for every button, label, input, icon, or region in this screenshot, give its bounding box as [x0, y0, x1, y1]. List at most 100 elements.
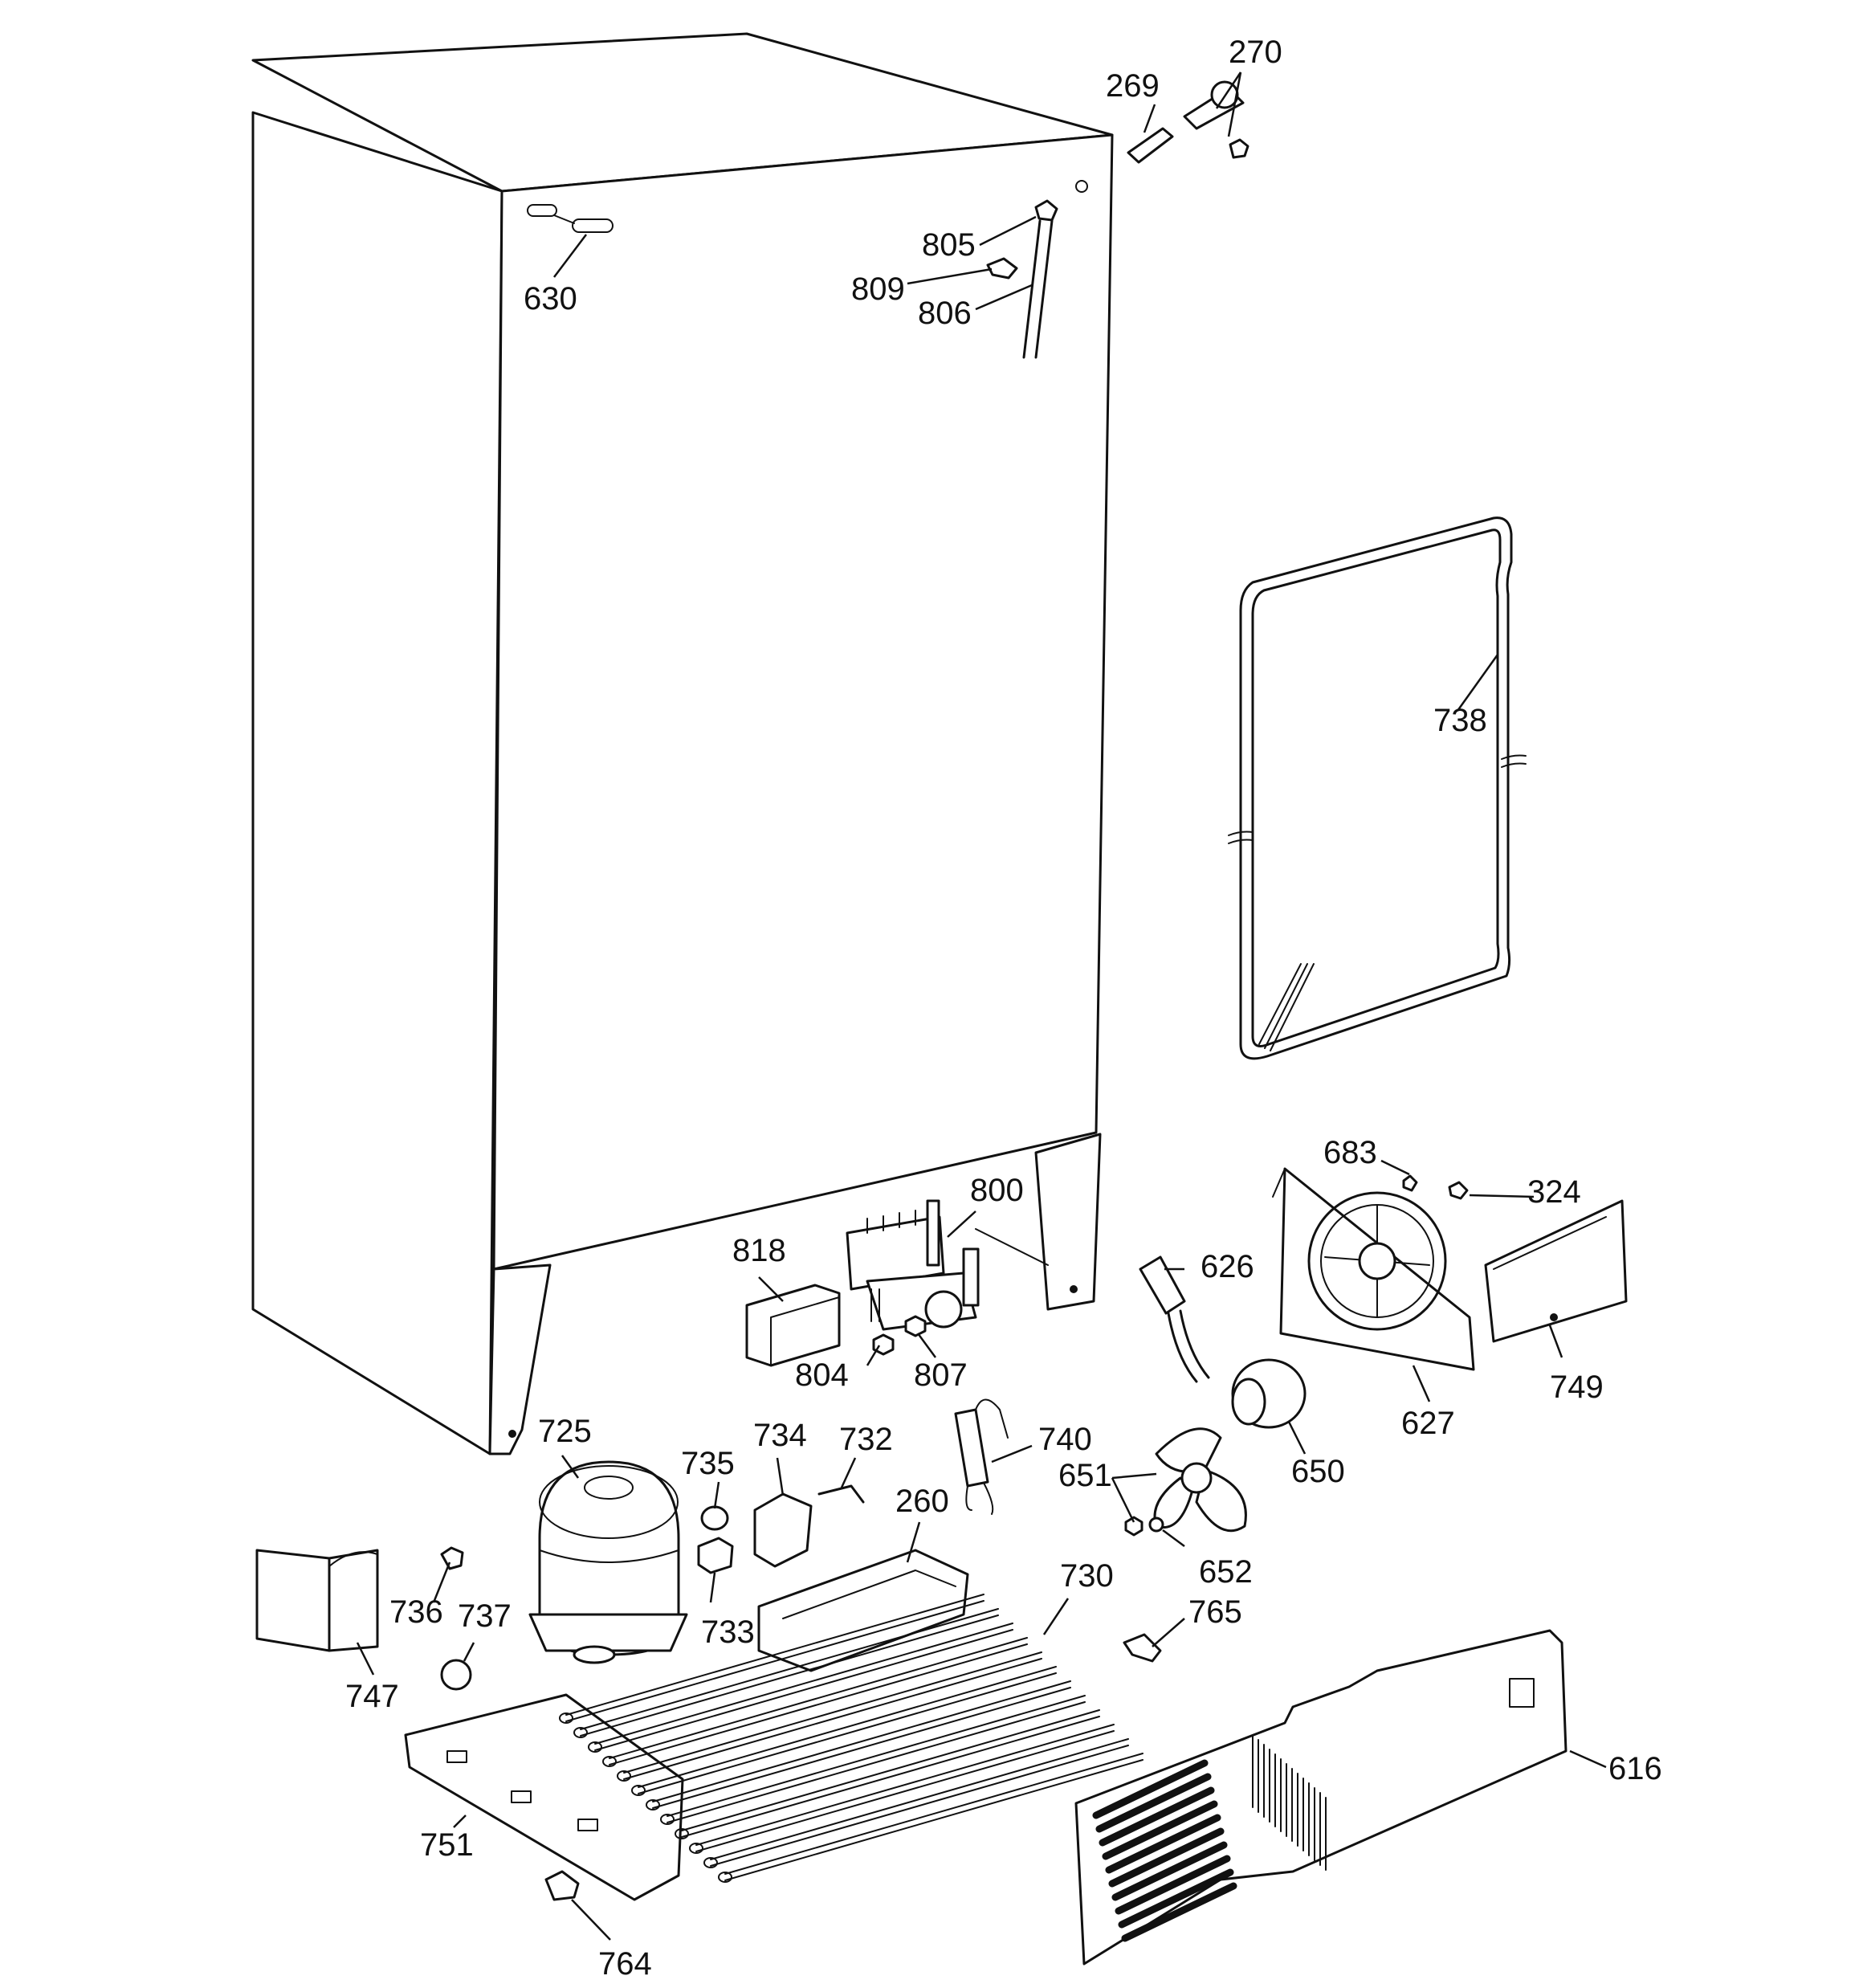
label-650: 650	[1291, 1454, 1345, 1489]
coil-tube	[652, 1680, 1071, 1802]
coil-bend	[646, 1799, 660, 1810]
label-800: 800	[970, 1173, 1024, 1208]
label-805: 805	[922, 227, 976, 263]
bracket-818	[745, 1284, 841, 1367]
coil-tube	[609, 1637, 1028, 1759]
leader-lines	[356, 71, 1607, 1941]
fan-blade	[1153, 1427, 1247, 1533]
coil-tube	[667, 1701, 1086, 1823]
label-765: 765	[1188, 1594, 1242, 1630]
grille-slot	[1115, 1855, 1231, 1915]
grille-slot	[1121, 1882, 1237, 1942]
coil-bend	[689, 1843, 703, 1854]
coil-tube	[724, 1753, 1143, 1875]
label-747: 747	[345, 1679, 399, 1714]
refrigerator-cabinet	[251, 32, 1114, 1455]
rear-grille	[1074, 1629, 1567, 1966]
coil-bend	[675, 1828, 689, 1839]
compressor	[528, 1460, 688, 1664]
label-627: 627	[1401, 1406, 1455, 1441]
label-751: 751	[420, 1827, 474, 1863]
drier	[954, 1398, 1009, 1515]
grille-slot	[1111, 1841, 1228, 1901]
coil-tube	[695, 1730, 1115, 1852]
coil-bend	[617, 1770, 631, 1782]
label-260: 260	[895, 1484, 949, 1519]
screw-683	[1402, 1174, 1418, 1192]
nut-651	[1124, 1516, 1143, 1537]
label-764: 764	[598, 1946, 652, 1982]
label-807: 807	[914, 1357, 968, 1393]
label-736: 736	[389, 1594, 443, 1630]
label-737: 737	[458, 1598, 512, 1634]
part-labels: 630 269 270 805 809 806 738 683 324 800 …	[345, 35, 1662, 1982]
grille-slot	[1092, 1759, 1209, 1819]
clips	[986, 199, 1058, 280]
coil-tube	[565, 1594, 984, 1716]
power-cord	[1139, 1255, 1210, 1383]
coil-tube	[710, 1738, 1129, 1860]
coil-bend	[631, 1785, 646, 1796]
label-616: 616	[1608, 1751, 1662, 1786]
label-749: 749	[1550, 1370, 1604, 1405]
label-818: 818	[732, 1233, 786, 1268]
clip-765	[1123, 1633, 1162, 1663]
coil-tube	[623, 1658, 1042, 1780]
coil-tube	[710, 1745, 1129, 1867]
drain-pan	[757, 1549, 969, 1672]
label-806: 806	[918, 296, 972, 331]
clip-732	[817, 1484, 865, 1504]
coil-tube	[594, 1623, 1013, 1745]
label-738: 738	[1433, 703, 1487, 738]
coil-tube	[580, 1608, 999, 1730]
grille-slot	[1108, 1827, 1225, 1888]
label-269: 269	[1106, 68, 1160, 104]
nut-804	[872, 1333, 895, 1356]
label-651: 651	[1058, 1458, 1112, 1493]
grille-slot	[1095, 1773, 1212, 1833]
grommet-736	[440, 1546, 464, 1570]
coil-tube	[609, 1643, 1028, 1766]
coil-tube	[638, 1666, 1057, 1788]
coil-tube	[652, 1687, 1071, 1809]
coil-bend	[718, 1872, 732, 1883]
cover-749	[1484, 1199, 1628, 1343]
grille-slot	[1099, 1786, 1215, 1847]
fan-shroud	[1272, 1167, 1475, 1371]
condenser-loop	[1228, 516, 1527, 1060]
label-630: 630	[524, 281, 577, 316]
coil-bend	[660, 1814, 675, 1825]
coil-tube	[681, 1709, 1100, 1831]
base-pan	[404, 1693, 684, 1901]
washer-652	[1148, 1517, 1164, 1533]
fan-motor	[1231, 1358, 1307, 1429]
label-683: 683	[1323, 1135, 1377, 1170]
cover-747	[255, 1549, 379, 1652]
grille-slot	[1102, 1800, 1218, 1860]
label-652: 652	[1199, 1554, 1253, 1590]
coil-tube	[565, 1600, 984, 1722]
coil-tube	[724, 1759, 1143, 1881]
label-804: 804	[795, 1357, 849, 1393]
label-734: 734	[753, 1418, 807, 1453]
label-270: 270	[1229, 35, 1282, 70]
label-740: 740	[1038, 1422, 1092, 1457]
label-725: 725	[538, 1414, 592, 1449]
coil-tube	[681, 1716, 1100, 1838]
coil-bend	[559, 1712, 573, 1724]
coil-bend	[703, 1857, 718, 1868]
grommet-735	[700, 1505, 729, 1531]
nut-807	[904, 1315, 927, 1337]
coil-tube	[580, 1614, 999, 1737]
coil-tube	[667, 1695, 1086, 1817]
label-730: 730	[1060, 1558, 1114, 1594]
coil-tube	[594, 1629, 1013, 1751]
relay-734	[753, 1492, 813, 1568]
grommet-737	[440, 1659, 472, 1691]
coil-tube	[623, 1651, 1042, 1774]
label-324: 324	[1527, 1174, 1581, 1210]
coil-tube	[638, 1672, 1057, 1794]
label-735: 735	[681, 1446, 735, 1481]
coil-bend	[573, 1727, 588, 1738]
